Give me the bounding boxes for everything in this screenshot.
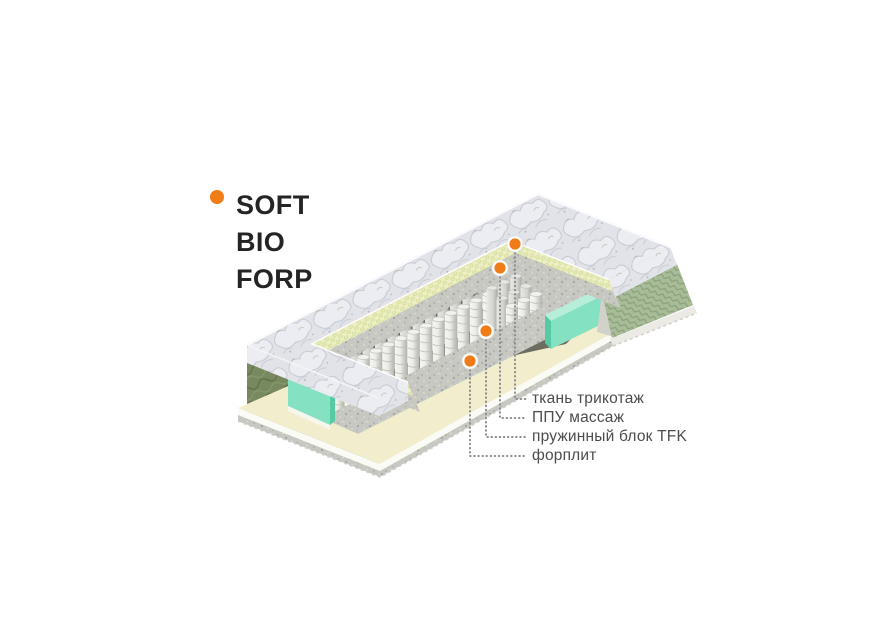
callout-label-text: форплит: [532, 447, 597, 464]
callout-label-text: пружинный блок TFK: [532, 428, 687, 445]
felt-layer-band: [315, 253, 621, 412]
product-title: SOFT BIO FORP: [236, 187, 313, 298]
callout-dot-2: [491, 259, 509, 277]
callout-dot-4: [461, 352, 479, 370]
mattress: [237, 192, 698, 479]
callout-label-text: ППУ массаж: [532, 409, 625, 426]
callout-line-1: [514, 252, 528, 400]
callout-label-forplit: форплит: [532, 446, 597, 465]
callout-label-spring-block-tfk: пружинный блок TFK: [532, 427, 687, 446]
callout-line-2: [499, 276, 528, 419]
product-title-line: SOFT: [236, 190, 310, 220]
callout-lines: [469, 252, 528, 457]
callout-dots: [461, 235, 524, 370]
teal-foam-block-right: [545, 290, 602, 349]
callout-label-knit-fabric: ткань трикотаж: [532, 389, 644, 408]
product-title-line: BIO: [236, 227, 286, 257]
title-bullet-icon: [210, 190, 224, 204]
product-title-line: FORP: [236, 264, 313, 294]
callout-dot-1: [506, 235, 524, 253]
callout-line-3: [485, 339, 528, 438]
callout-label-ppu-massage: ППУ массаж: [532, 408, 624, 427]
callout-label-text: ткань трикотаж: [532, 390, 645, 407]
callout-dot-3: [477, 322, 495, 340]
callout-line-4: [469, 369, 528, 457]
quilt-top-surface: [246, 192, 677, 416]
foam-layer-band: [310, 240, 614, 396]
